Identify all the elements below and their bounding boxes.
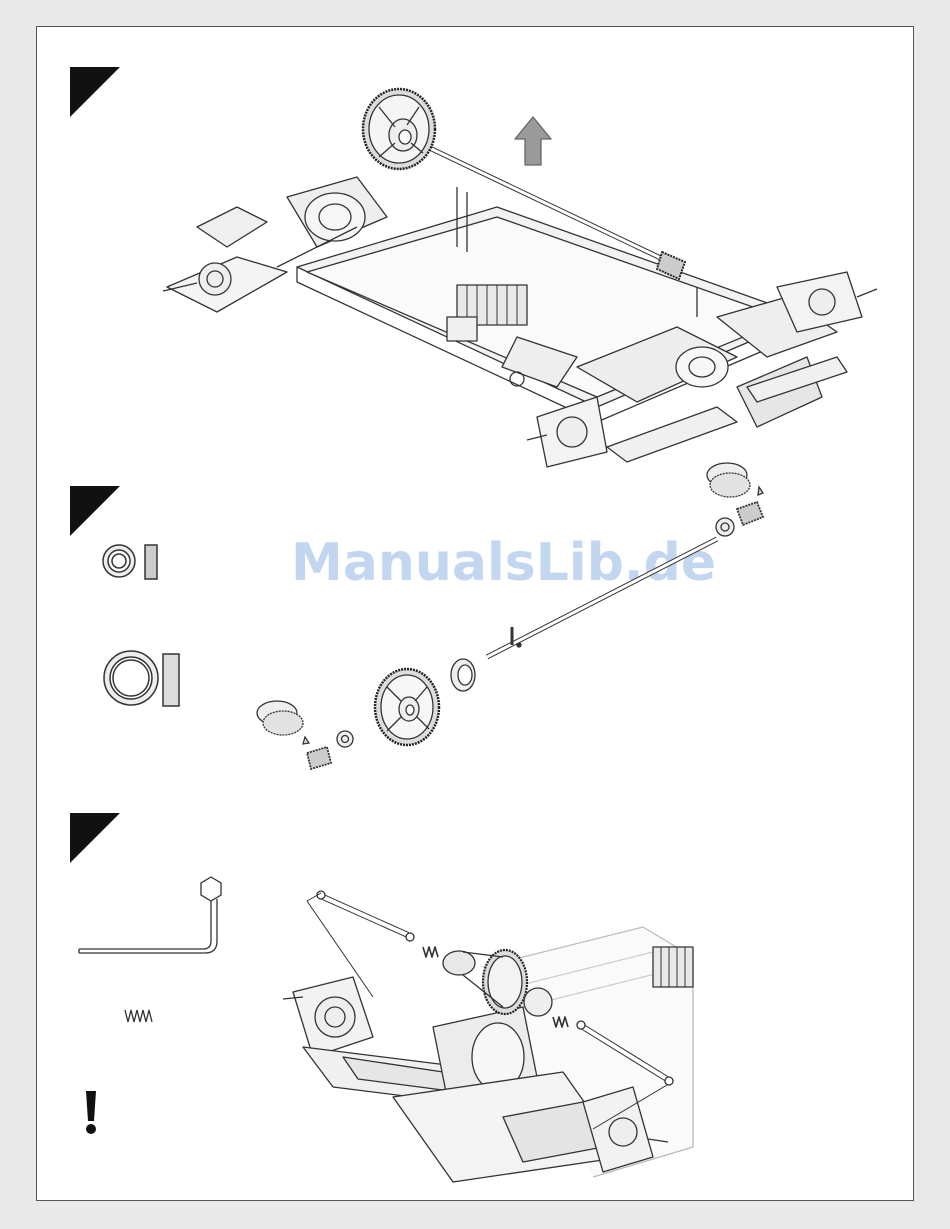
step-marker-2 (70, 486, 120, 536)
up-arrow-icon (515, 117, 551, 165)
chassis-illustration (157, 57, 837, 467)
manual-page: ManualsLib.de (36, 26, 914, 1201)
large-bearing-part-icon (101, 650, 181, 714)
hex-key-icon (77, 877, 227, 957)
small-bearing-part-icon (101, 541, 161, 581)
spring-icon (123, 1008, 155, 1024)
step-marker-1 (70, 67, 120, 117)
front-axle-illustration (263, 857, 703, 1197)
caution-exclamation-icon (83, 1091, 103, 1135)
step-marker-3 (70, 813, 120, 863)
exploded-shaft-illustration (247, 447, 787, 757)
